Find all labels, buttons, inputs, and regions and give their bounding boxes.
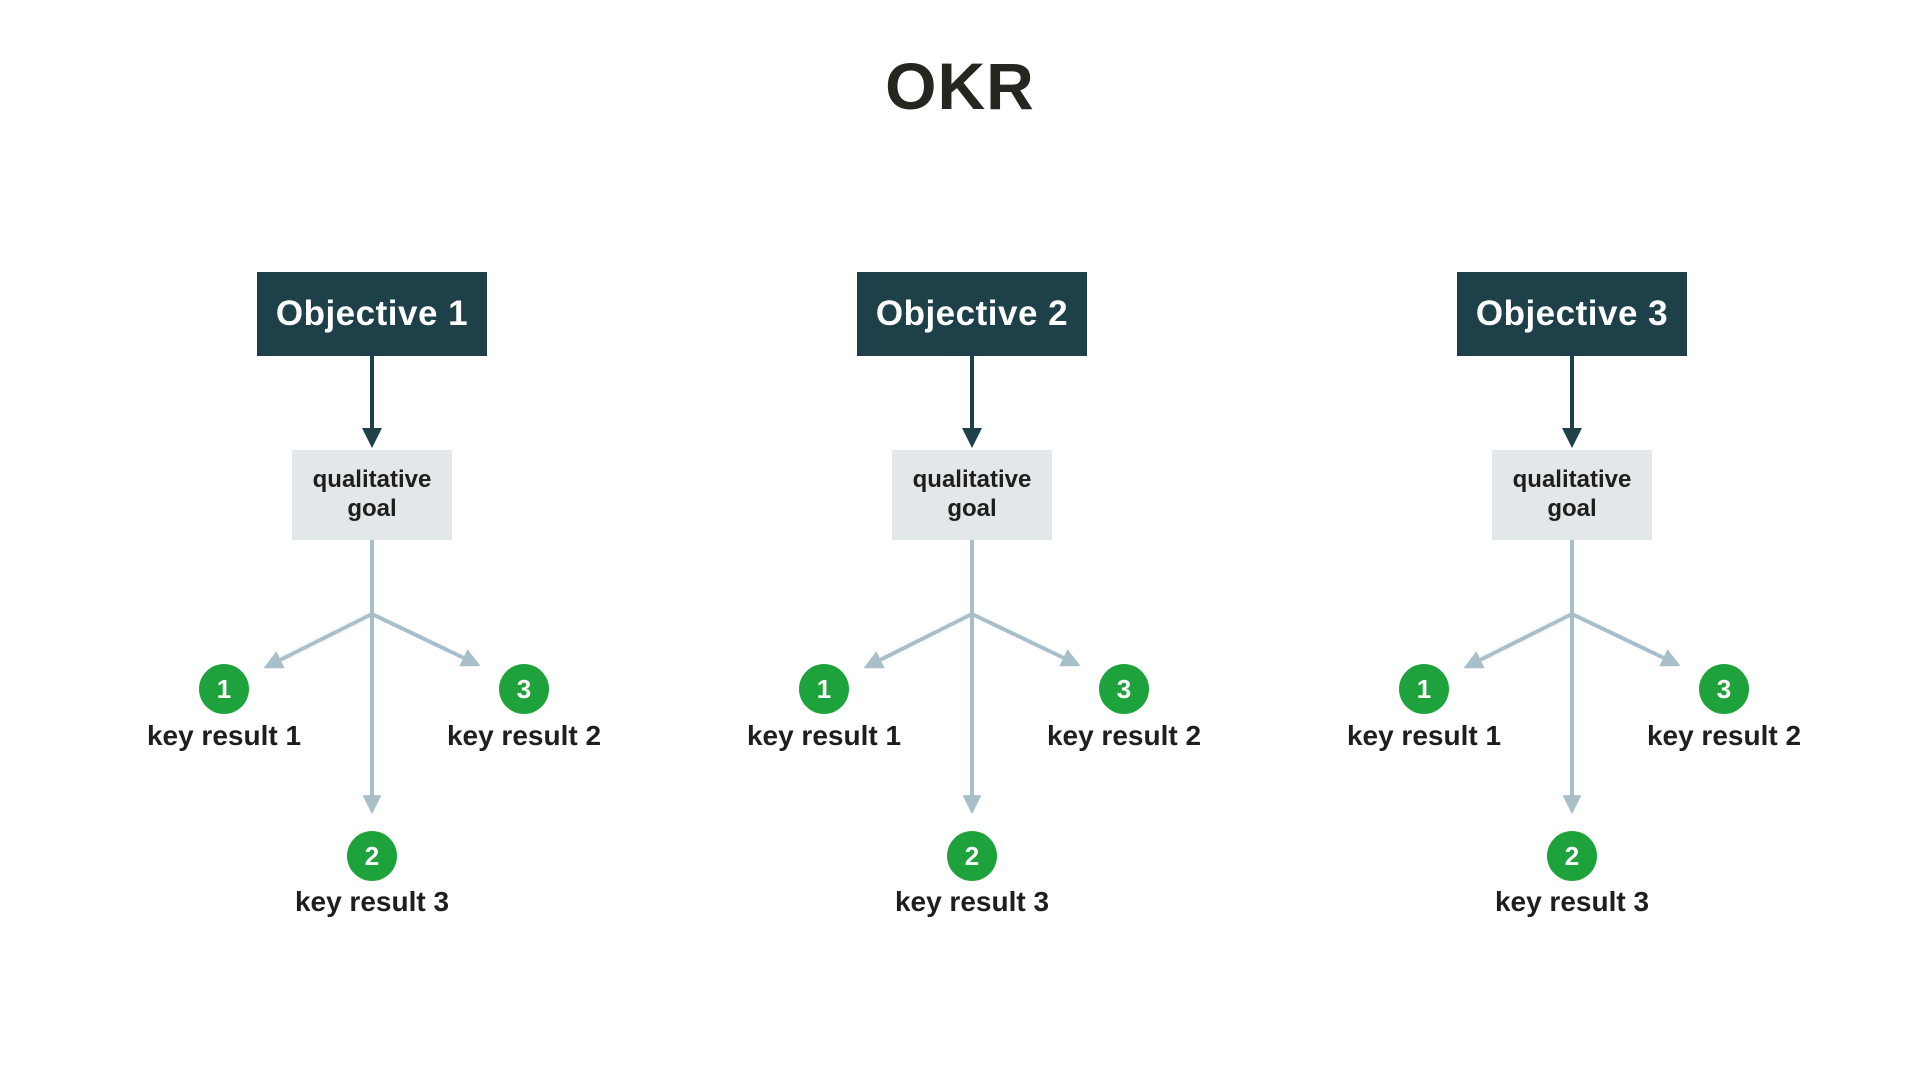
key-result-badge: 2 bbox=[947, 831, 997, 881]
key-result-label: key result 3 bbox=[894, 886, 1050, 917]
key-result-badge: 2 bbox=[1547, 831, 1597, 881]
key-result-label: key result 1 bbox=[146, 720, 302, 751]
okr-column-2: Objective 2 qualitative goal 1 3 2 key r… bbox=[672, 272, 1272, 972]
qualitative-goal-label: qualitative goal bbox=[912, 466, 1032, 522]
key-result-number: 1 bbox=[816, 673, 832, 704]
objective-label: Objective 3 bbox=[1475, 294, 1669, 333]
key-result-number: 2 bbox=[964, 840, 980, 871]
objective-box: Objective 3 bbox=[1457, 272, 1687, 356]
key-result-number: 1 bbox=[216, 673, 232, 704]
key-result-number: 2 bbox=[364, 840, 380, 871]
okr-column-3: Objective 3 qualitative goal 1 3 2 key r… bbox=[1272, 272, 1872, 972]
objective-box: Objective 2 bbox=[857, 272, 1087, 356]
key-result-label: key result 2 bbox=[446, 720, 602, 751]
key-result-label: key result 3 bbox=[1494, 886, 1650, 917]
key-result-label: key result 2 bbox=[1046, 720, 1202, 751]
key-result-number: 1 bbox=[1416, 673, 1432, 704]
objective-label: Objective 2 bbox=[875, 294, 1069, 333]
objective-box: Objective 1 bbox=[257, 272, 487, 356]
key-result-badge: 3 bbox=[499, 664, 549, 714]
key-result-badge: 1 bbox=[1399, 664, 1449, 714]
qualitative-goal-box: qualitative goal bbox=[292, 450, 452, 540]
qualitative-goal-box: qualitative goal bbox=[1492, 450, 1652, 540]
key-result-badge: 2 bbox=[347, 831, 397, 881]
key-result-number: 3 bbox=[1116, 673, 1132, 704]
key-result-badge: 1 bbox=[199, 664, 249, 714]
objective-label: Objective 1 bbox=[275, 294, 469, 333]
qualitative-goal-label: qualitative goal bbox=[312, 466, 432, 522]
okr-column-1: Objective 1 qualitative goal 1 3 2 key r… bbox=[72, 272, 672, 972]
key-result-label: key result 3 bbox=[294, 886, 450, 917]
key-result-number: 3 bbox=[516, 673, 532, 704]
key-result-label: key result 1 bbox=[1346, 720, 1502, 751]
key-result-badge: 1 bbox=[799, 664, 849, 714]
key-result-badge: 3 bbox=[1699, 664, 1749, 714]
qualitative-goal-label: qualitative goal bbox=[1512, 466, 1632, 522]
key-result-number: 2 bbox=[1564, 840, 1580, 871]
key-result-number: 3 bbox=[1716, 673, 1732, 704]
key-result-label: key result 2 bbox=[1646, 720, 1802, 751]
key-result-badge: 3 bbox=[1099, 664, 1149, 714]
diagram-title: OKR bbox=[885, 49, 1035, 123]
key-result-label: key result 1 bbox=[746, 720, 902, 751]
qualitative-goal-box: qualitative goal bbox=[892, 450, 1052, 540]
